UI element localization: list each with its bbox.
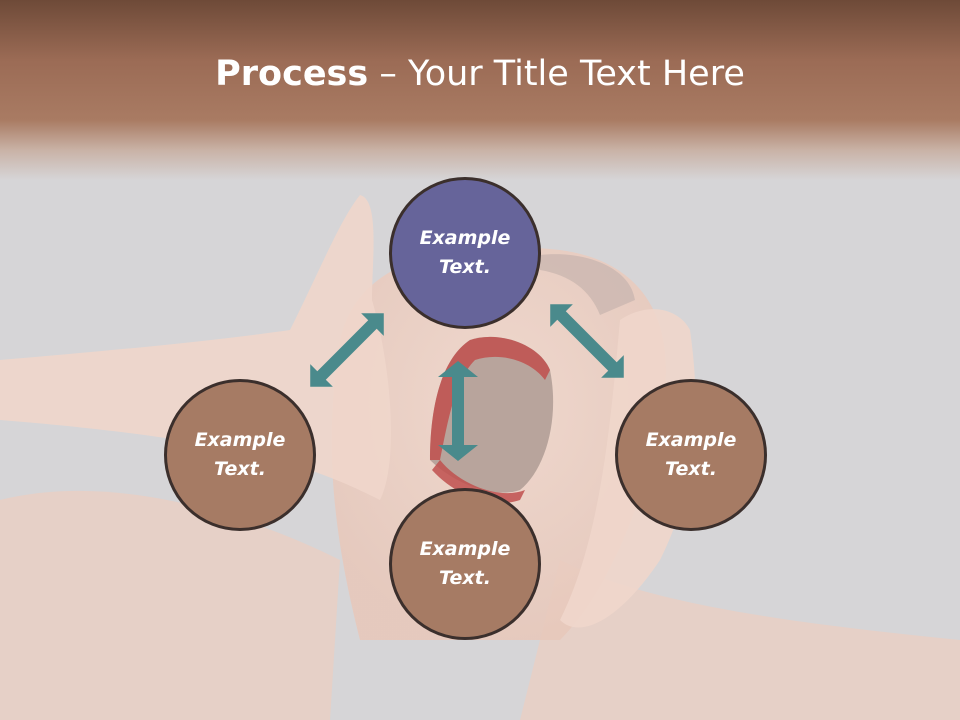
node-top: Example Text.	[389, 177, 541, 329]
arrow-top-bottom	[438, 361, 478, 461]
node-bottom-text: Example Text.	[419, 538, 511, 589]
header-band	[0, 0, 960, 180]
node-left-text: Example Text.	[194, 429, 286, 480]
arrow-top-right	[550, 304, 624, 378]
node-top-text: Example Text.	[419, 227, 511, 278]
node-left: Example Text.	[164, 379, 316, 531]
node-bottom: Example Text.	[389, 488, 541, 640]
title-bold: Process	[215, 54, 369, 94]
node-right-text: Example Text.	[645, 429, 737, 480]
slide-title: Process – Your Title Text Here	[0, 54, 960, 94]
title-rest: – Your Title Text Here	[368, 54, 745, 94]
node-right: Example Text.	[615, 379, 767, 531]
arrow-top-left	[310, 313, 384, 387]
